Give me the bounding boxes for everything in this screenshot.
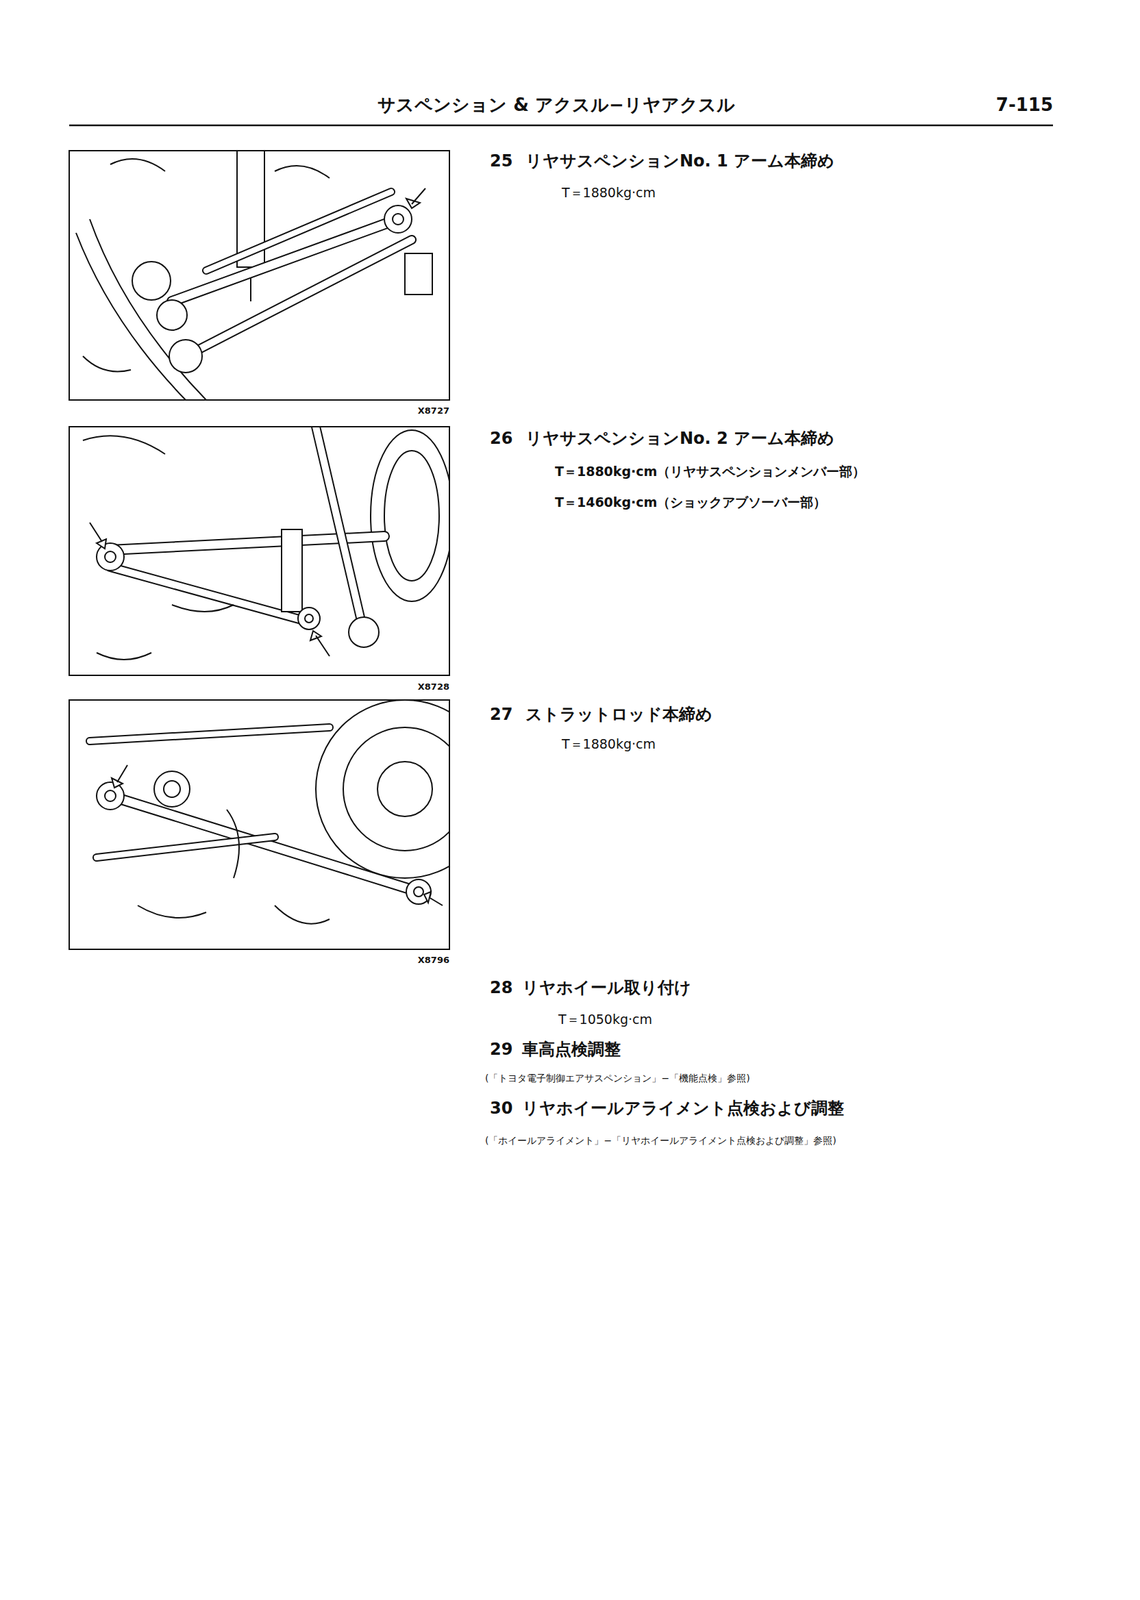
reference-note: (「ホイールアライメント」−「リヤホイールアライメント点検および調整」参照) bbox=[485, 1135, 837, 1147]
step-number: 30 bbox=[489, 1098, 513, 1119]
torque-value: T＝1880kg·cm（リヤサスペンションメンバー部） bbox=[554, 463, 866, 480]
suspension-illustration bbox=[69, 700, 494, 950]
figure-code: X8728 bbox=[417, 681, 450, 693]
page-header: サスペンション & アクスル−リヤアクスル bbox=[377, 94, 736, 116]
torque-value: T＝1880kg·cm bbox=[561, 184, 656, 201]
step-number: 25 bbox=[489, 151, 513, 172]
figure-code: X8796 bbox=[417, 955, 450, 966]
step-heading: リヤホイールアライメント点検および調整 bbox=[522, 1098, 845, 1119]
step-heading: リヤサスペンションNo. 2 アーム本締め bbox=[525, 428, 835, 449]
step-number: 29 bbox=[489, 1039, 513, 1060]
step-number: 28 bbox=[489, 978, 513, 999]
step-heading: リヤサスペンションNo. 1 アーム本締め bbox=[525, 151, 835, 172]
step-heading: 車高点検調整 bbox=[522, 1039, 621, 1060]
figure-code: X8727 bbox=[417, 405, 450, 417]
step-heading: ストラットロッド本締め bbox=[525, 704, 713, 725]
step-heading: リヤホイール取り付け bbox=[522, 978, 692, 999]
suspension-illustration bbox=[69, 426, 453, 676]
header-rule bbox=[69, 124, 1053, 127]
step-number: 27 bbox=[489, 704, 513, 725]
torque-value: T＝1880kg·cm bbox=[561, 736, 656, 753]
torque-value: T＝1050kg·cm bbox=[558, 1011, 653, 1028]
page-number: 7-115 bbox=[996, 94, 1053, 116]
torque-value: T＝1460kg·cm（ショックアブソーバー部） bbox=[554, 494, 827, 511]
suspension-illustration bbox=[69, 150, 450, 401]
step-number: 26 bbox=[489, 428, 513, 449]
reference-note: (「トヨタ電子制御エアサスペンション」−「機能点検」参照) bbox=[485, 1072, 751, 1085]
